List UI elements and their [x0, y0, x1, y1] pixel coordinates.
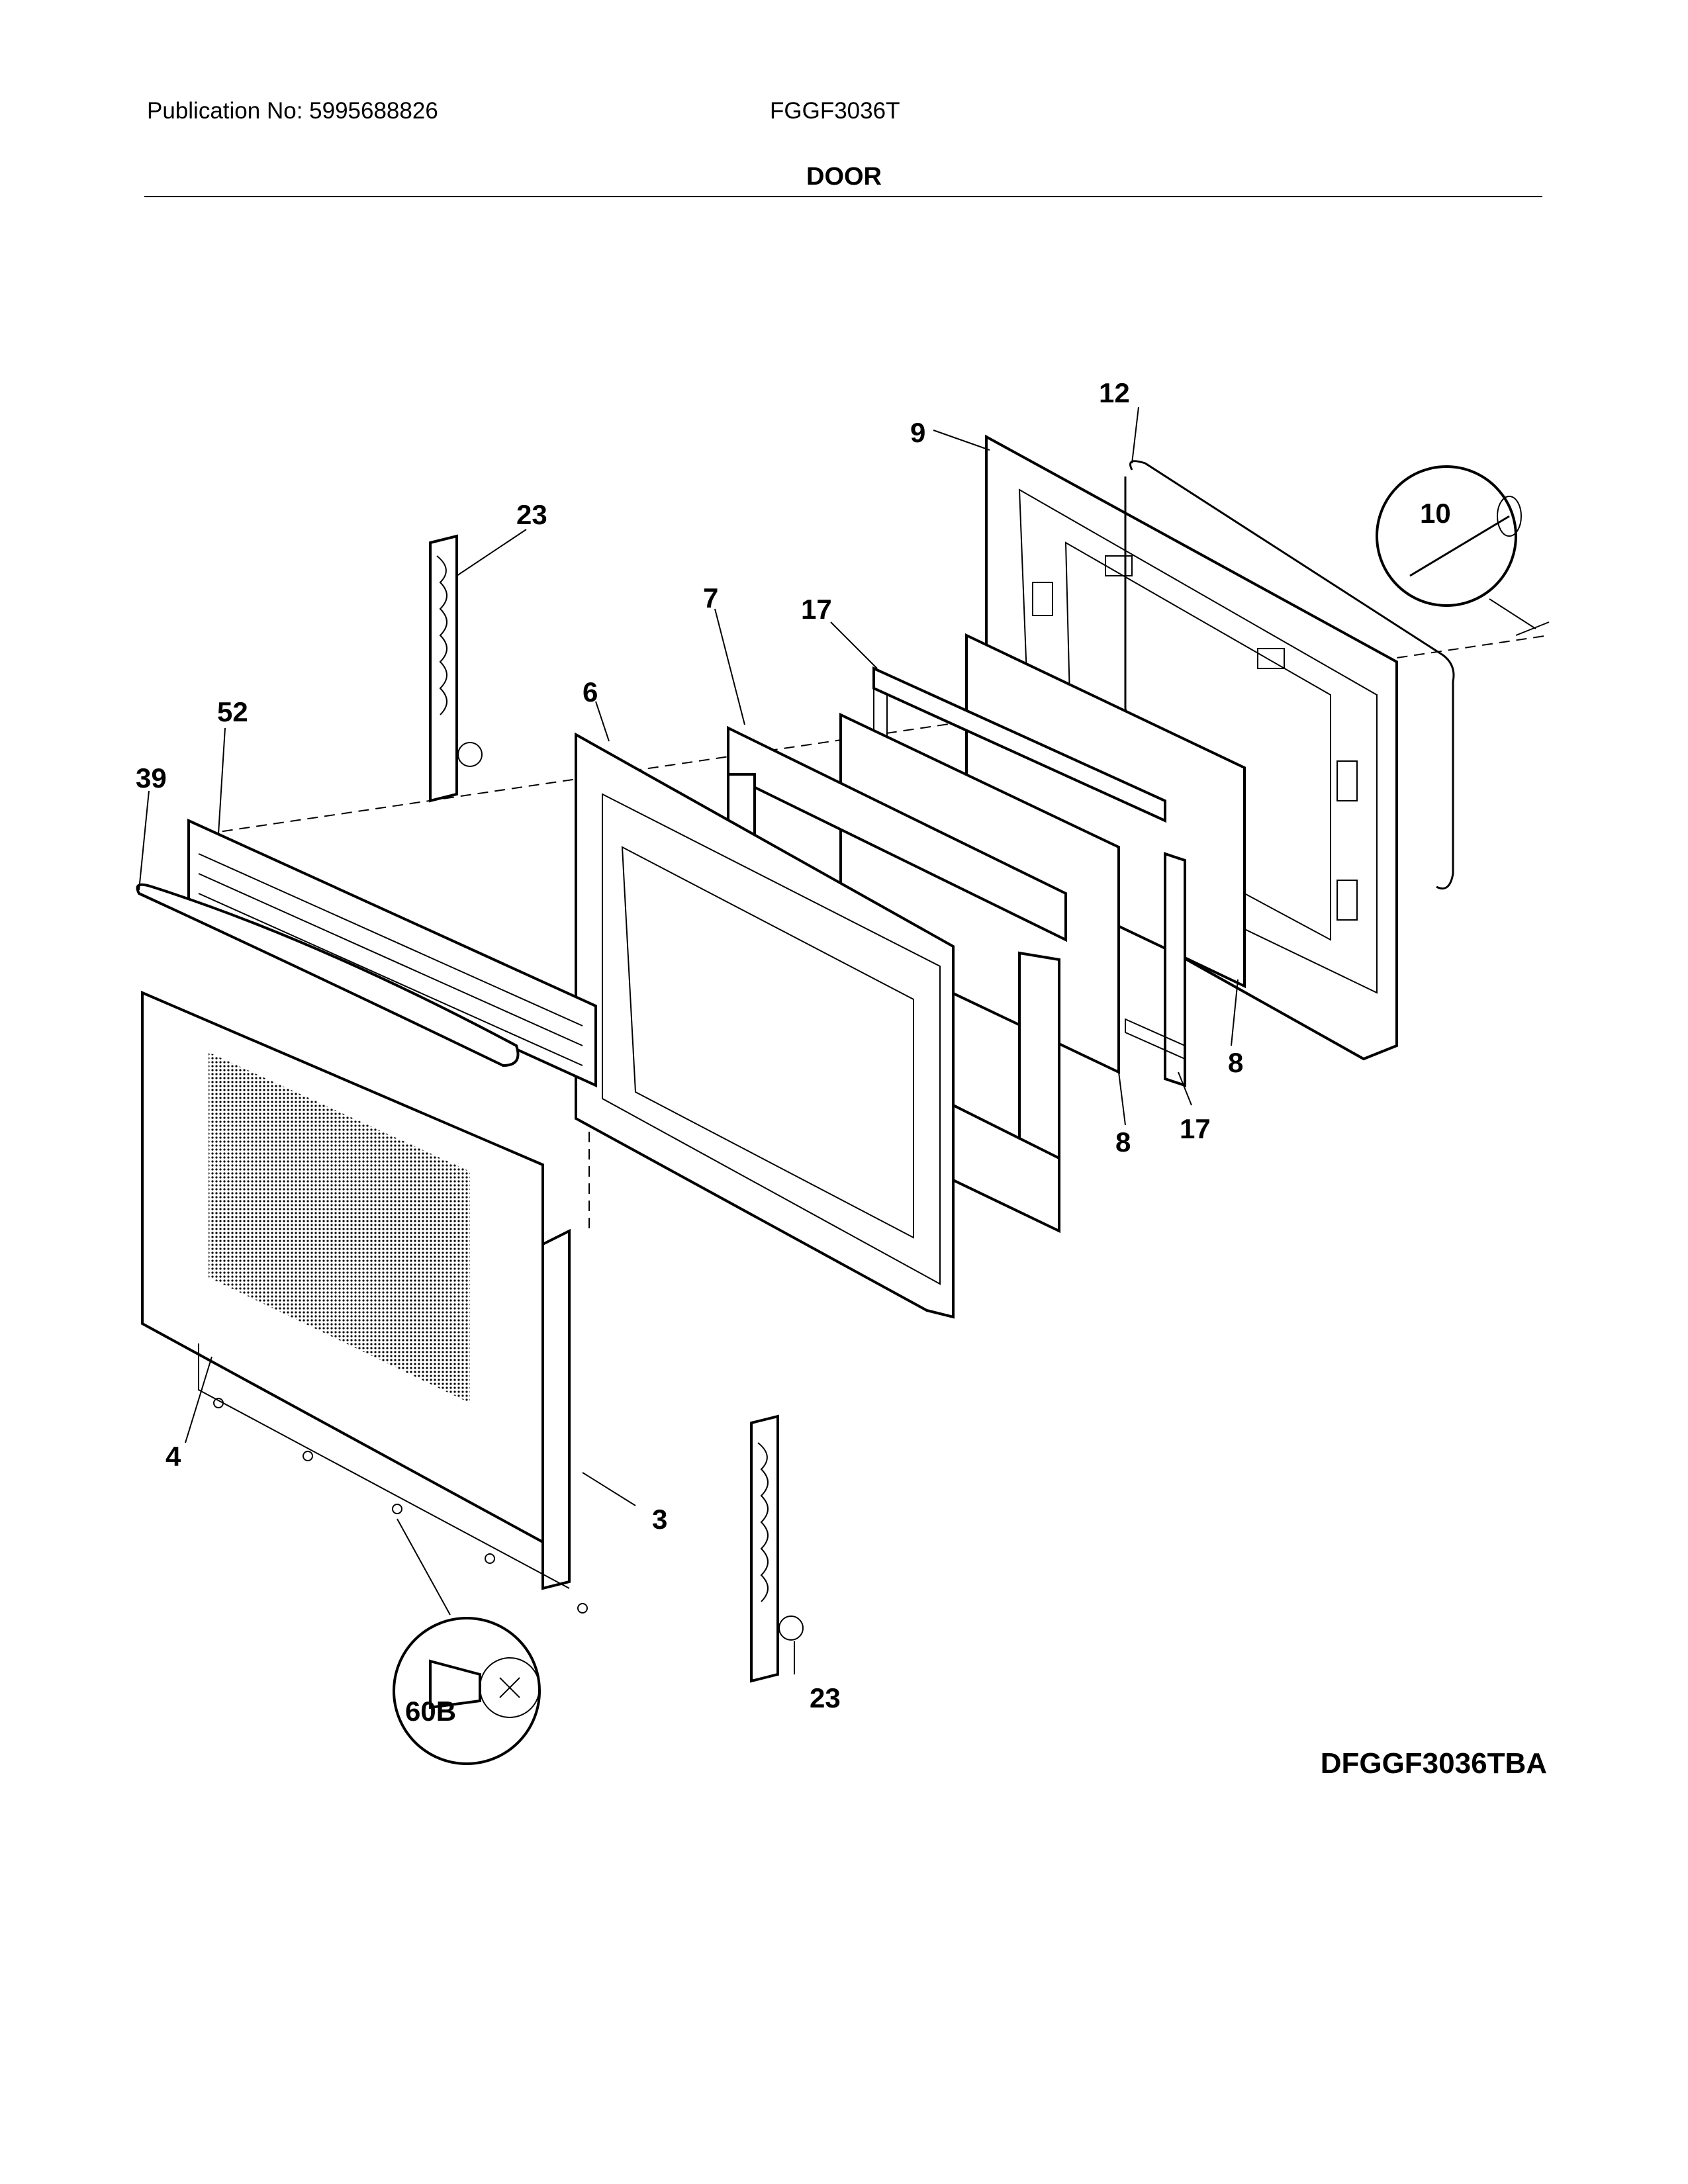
- callout-23-lower: 23: [810, 1682, 841, 1713]
- leader-lines: [138, 406, 1239, 1674]
- callout-52: 52: [217, 696, 248, 727]
- callout-3: 3: [652, 1504, 667, 1535]
- callout-4: 4: [165, 1441, 181, 1472]
- door-handle: [136, 883, 520, 1068]
- callout-9: 9: [910, 417, 925, 448]
- screw-detail: [393, 1518, 541, 1765]
- callout-7: 7: [703, 582, 718, 614]
- model-number: FGGF3036T: [770, 98, 900, 124]
- mounting-screws: [213, 1398, 588, 1614]
- callout-17-lower: 17: [1180, 1113, 1211, 1144]
- section-title: DOOR: [806, 163, 882, 191]
- glass-spacer-front: [1125, 852, 1186, 1087]
- bolt-detail: [1376, 465, 1550, 636]
- hinge-lower: [750, 1414, 804, 1683]
- callout-10: 10: [1420, 498, 1451, 529]
- callout-23-upper: 23: [516, 499, 547, 530]
- callout-8-front: 8: [1115, 1126, 1131, 1158]
- callout-60b: 60B: [405, 1696, 456, 1727]
- callout-6: 6: [583, 676, 598, 707]
- callout-17-upper: 17: [801, 594, 832, 625]
- header-divider: [144, 196, 1542, 197]
- callout-12: 12: [1099, 377, 1130, 408]
- outer-door-panel: [141, 990, 571, 1590]
- callout-39: 39: [136, 762, 167, 794]
- hinge-upper: [429, 534, 483, 803]
- publication-number: Publication No: 5995688826: [147, 98, 438, 124]
- callout-8-rear: 8: [1228, 1047, 1243, 1078]
- vent-trim: [187, 818, 597, 1088]
- diagram-code: DFGGF3036TBA: [1320, 1747, 1547, 1780]
